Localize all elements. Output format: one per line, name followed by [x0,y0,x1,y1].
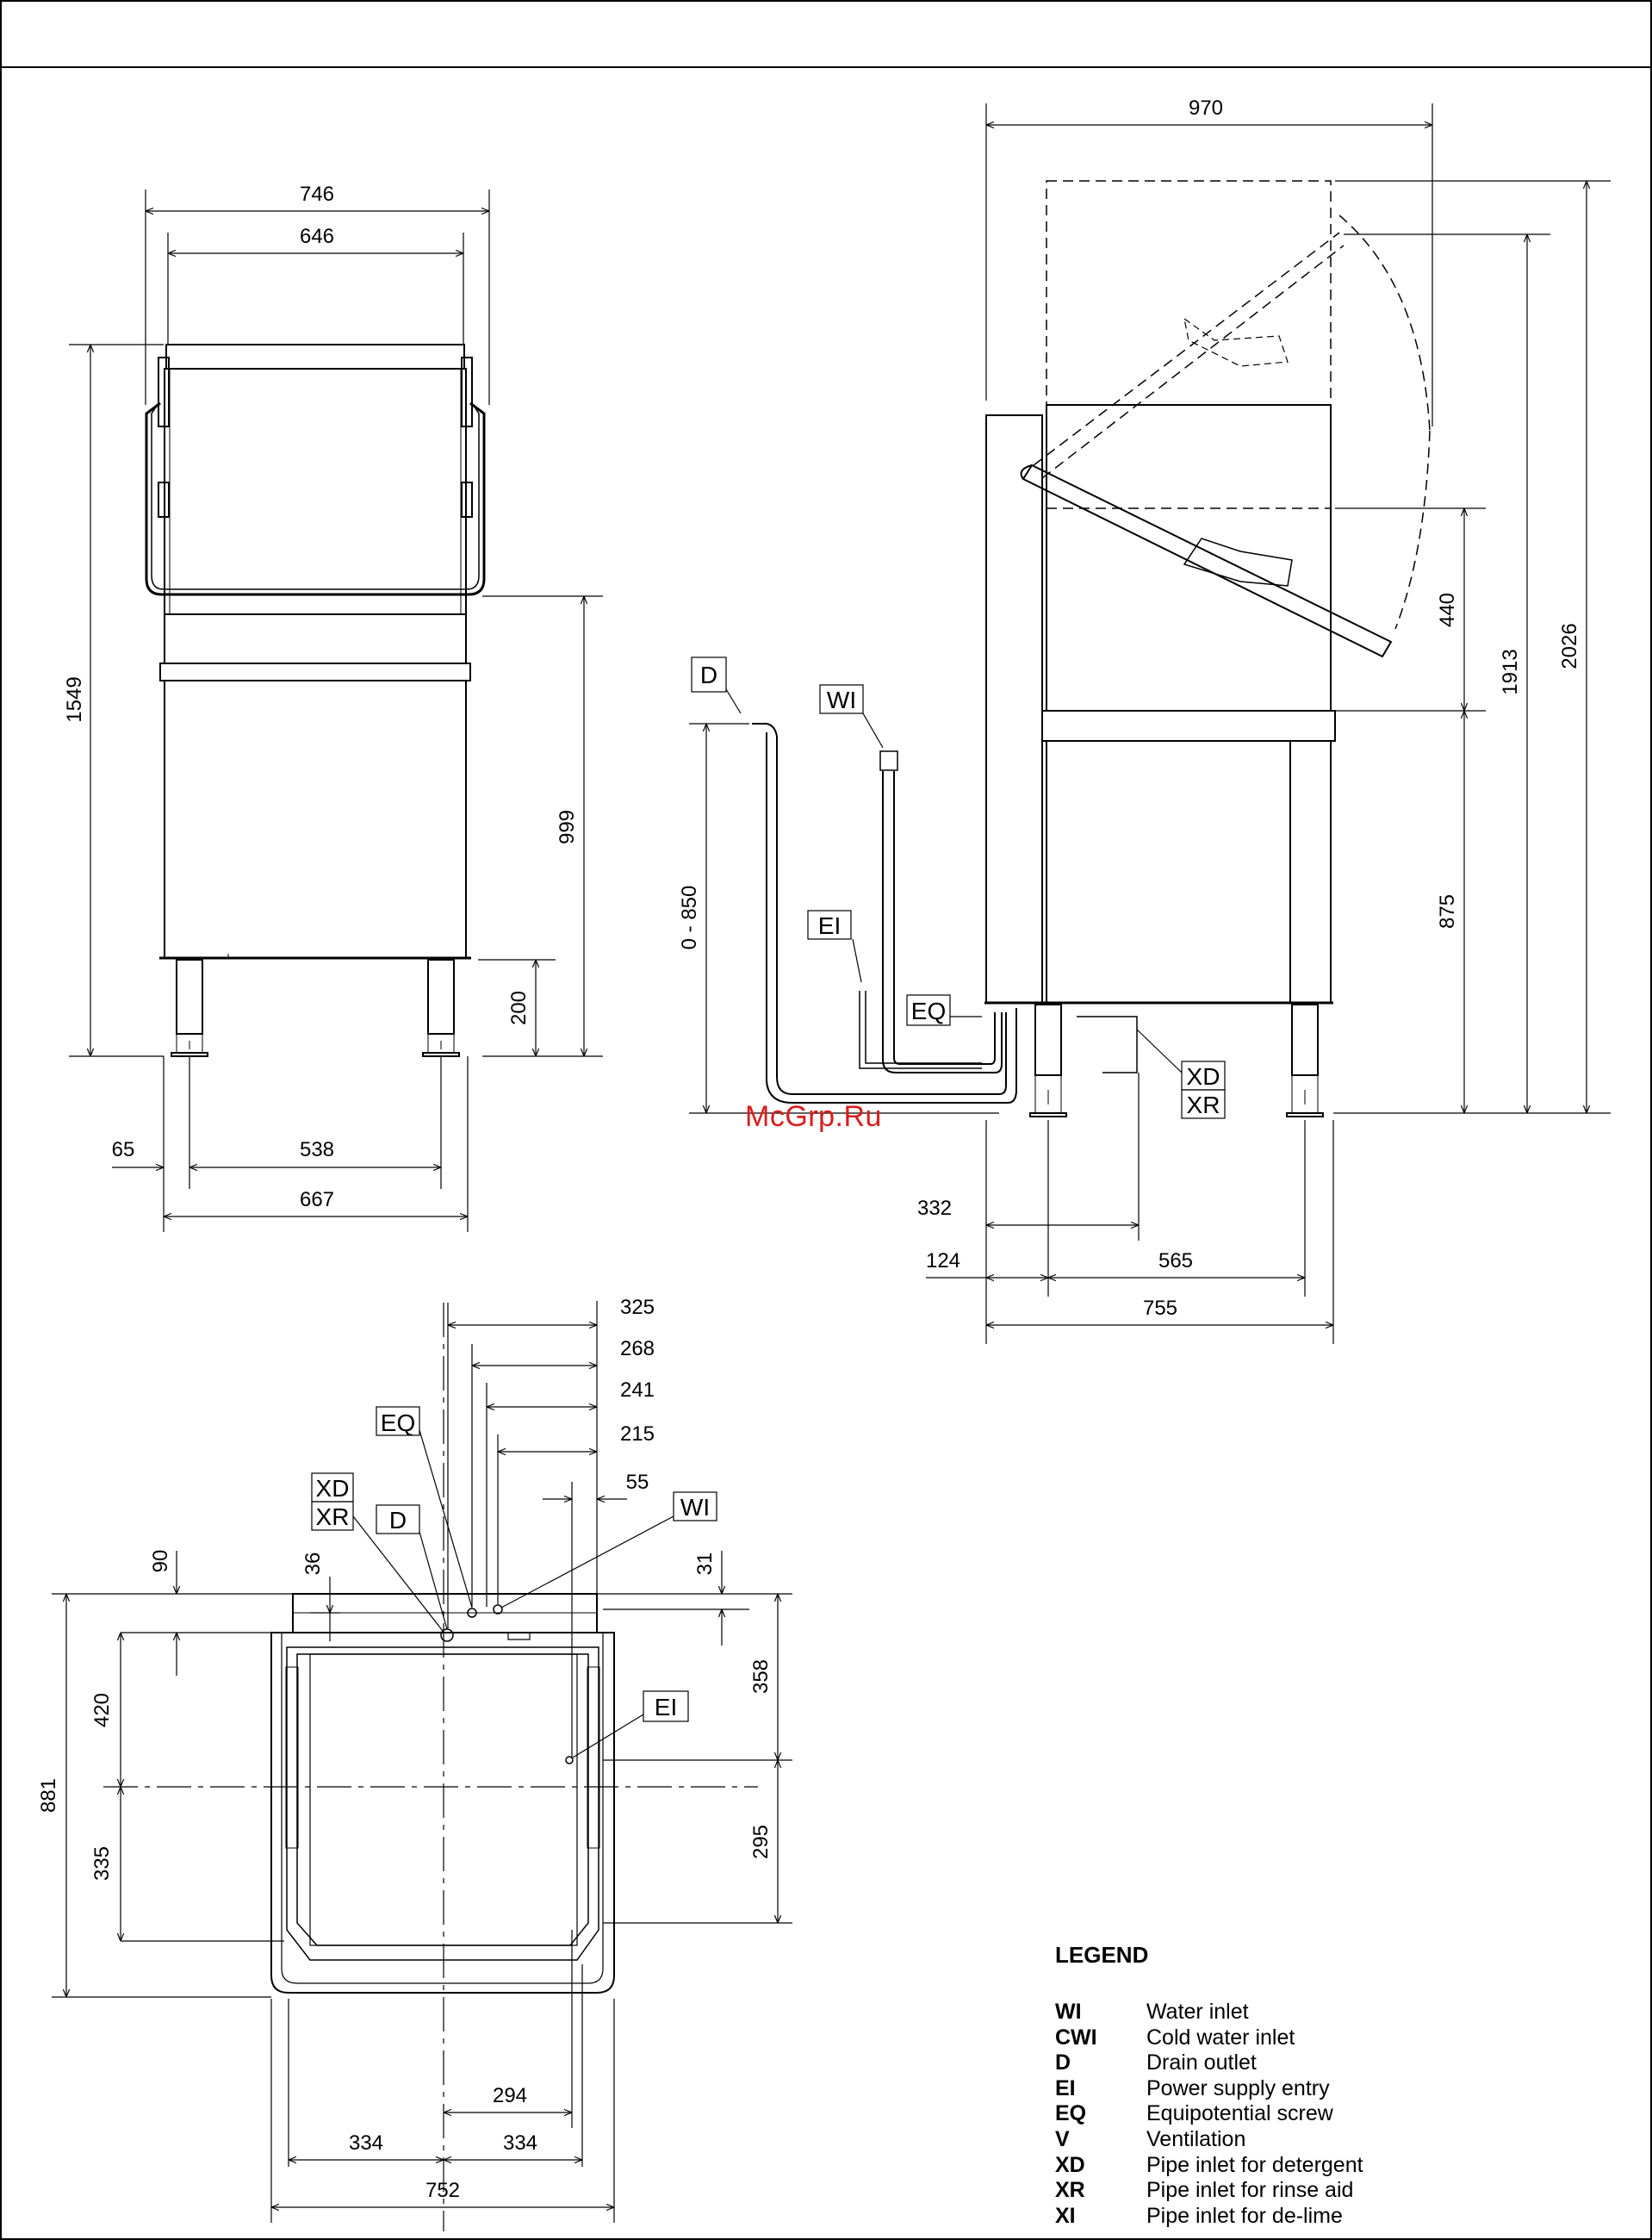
dim-881: 881 [37,1778,60,1813]
legend-label: Power supply entry [1146,2075,1330,2100]
dim-667: 667 [300,1188,334,1211]
label-water-inlet-plan: WI [680,1494,710,1521]
side-view-dimensions [689,103,1611,1344]
legend-label: Pipe inlet for detergent [1146,2152,1363,2177]
legend-label: Drain outlet [1146,2050,1257,2075]
dim-538: 538 [300,1138,334,1161]
label-rinse-aid-plan: XR [316,1503,350,1530]
label-power-entry-side: EI [818,912,841,939]
dim-2026: 2026 [1558,623,1581,669]
legend-title: LEGEND [1055,1942,1149,1968]
plan-view-dimension-labels: 325 268 241 215 55 90 36 31 881 420 335 … [37,1296,773,2202]
dim-65: 65 [112,1138,135,1161]
legend-code: D [1055,2050,1071,2075]
dim-334-right: 334 [503,2131,537,2155]
legend-code: V [1055,2126,1070,2151]
dim-440: 440 [1436,593,1459,627]
side-view-labels [691,656,1226,1119]
dim-325: 325 [620,1296,655,1319]
front-view [145,344,486,1057]
front-view-dimension-labels: 746 646 1549 999 200 65 538 667 [63,183,579,1211]
watermark: McGrp.Ru [745,1100,882,1133]
label-drain-side: D [700,662,717,688]
legend-row: EI Power supply entry [1055,2076,1451,2102]
dim-31: 31 [693,1552,717,1576]
dim-1549: 1549 [63,676,86,722]
label-detergent-plan: XD [316,1475,350,1502]
dim-970: 970 [1189,96,1223,120]
legend-code: WI [1055,2000,1082,2024]
dim-755: 755 [1143,1297,1177,1320]
dim-294: 294 [493,2084,527,2107]
legend-row: V Ventilation [1055,2127,1451,2153]
legend-label: Pipe inlet for de-lime [1146,2203,1343,2228]
dim-335: 335 [90,1846,114,1881]
dim-565: 565 [1158,1249,1193,1272]
plan-view [103,1303,758,2231]
dim-36: 36 [301,1552,325,1576]
dim-55: 55 [626,1471,649,1494]
legend-code: CWI [1055,2025,1097,2050]
legend-label: Cold water inlet [1146,2025,1295,2050]
dim-124: 124 [926,1249,960,1272]
dim-875: 875 [1436,894,1459,929]
label-water-inlet-side: WI [827,687,856,713]
dim-752: 752 [425,2179,460,2202]
dim-295: 295 [749,1825,773,1859]
legend-row: D Drain outlet [1055,2050,1451,2076]
legend: LEGEND WI Water inlet CWI Cold water inlet… [1055,1942,1451,2229]
dim-332: 332 [917,1197,952,1220]
plan-view-dimensions [52,1301,792,2223]
legend-label: Water inlet [1146,2000,1249,2024]
plan-view-label-text: EQ XD XR D WI EI [316,1409,711,1720]
dim-420: 420 [90,1693,114,1727]
side-view [752,180,1431,1117]
legend-label: Ventilation [1146,2126,1246,2151]
dim-1913: 1913 [1499,649,1522,694]
side-view-label-text: D WI EI EQ XD XR [700,662,1220,1118]
legend-code: XR [1055,2178,1085,2203]
front-view-dimensions [69,190,603,1232]
legend-code: XD [1055,2152,1085,2177]
legend-label: Pipe inlet for rinse aid [1146,2178,1354,2203]
legend-label: Equipotential screw [1146,2101,1333,2126]
dim-215: 215 [620,1422,655,1446]
dim-268: 268 [620,1337,655,1360]
side-view-dimension-labels: 970 2026 1913 440 875 0 - 850 332 124 56… [678,96,1581,1320]
dim-358: 358 [749,1659,773,1694]
label-drain-plan: D [389,1507,407,1534]
legend-row: EQ Equipotential screw [1055,2101,1451,2127]
dim-90: 90 [149,1550,172,1573]
dim-646: 646 [300,225,334,248]
legend-code: XI [1055,2203,1076,2228]
legend-row: WI Water inlet [1055,2000,1451,2025]
dim-999: 999 [556,810,579,844]
legend-row: XI Pipe inlet for de-lime [1055,2204,1451,2230]
legend-code: EI [1055,2075,1076,2100]
label-rinse-aid-side: XR [1187,1092,1220,1118]
label-equipotential-side: EQ [911,998,946,1024]
legend-row: XD Pipe inlet for detergent [1055,2153,1451,2179]
label-equipotential-plan: EQ [381,1409,415,1436]
dim-drain-height: 0 - 850 [678,886,701,950]
legend-row: CWI Cold water inlet [1055,2025,1451,2051]
label-detergent-side: XD [1187,1063,1220,1090]
legend-code: EQ [1055,2101,1087,2126]
dim-200: 200 [507,991,531,1025]
label-power-entry-plan: EI [655,1694,677,1720]
dim-746: 746 [300,183,334,206]
dim-334-left: 334 [349,2131,383,2155]
dim-241: 241 [620,1378,655,1402]
plan-view-label-boxes [311,1406,717,1758]
legend-row: XR Pipe inlet for rinse aid [1055,2178,1451,2204]
